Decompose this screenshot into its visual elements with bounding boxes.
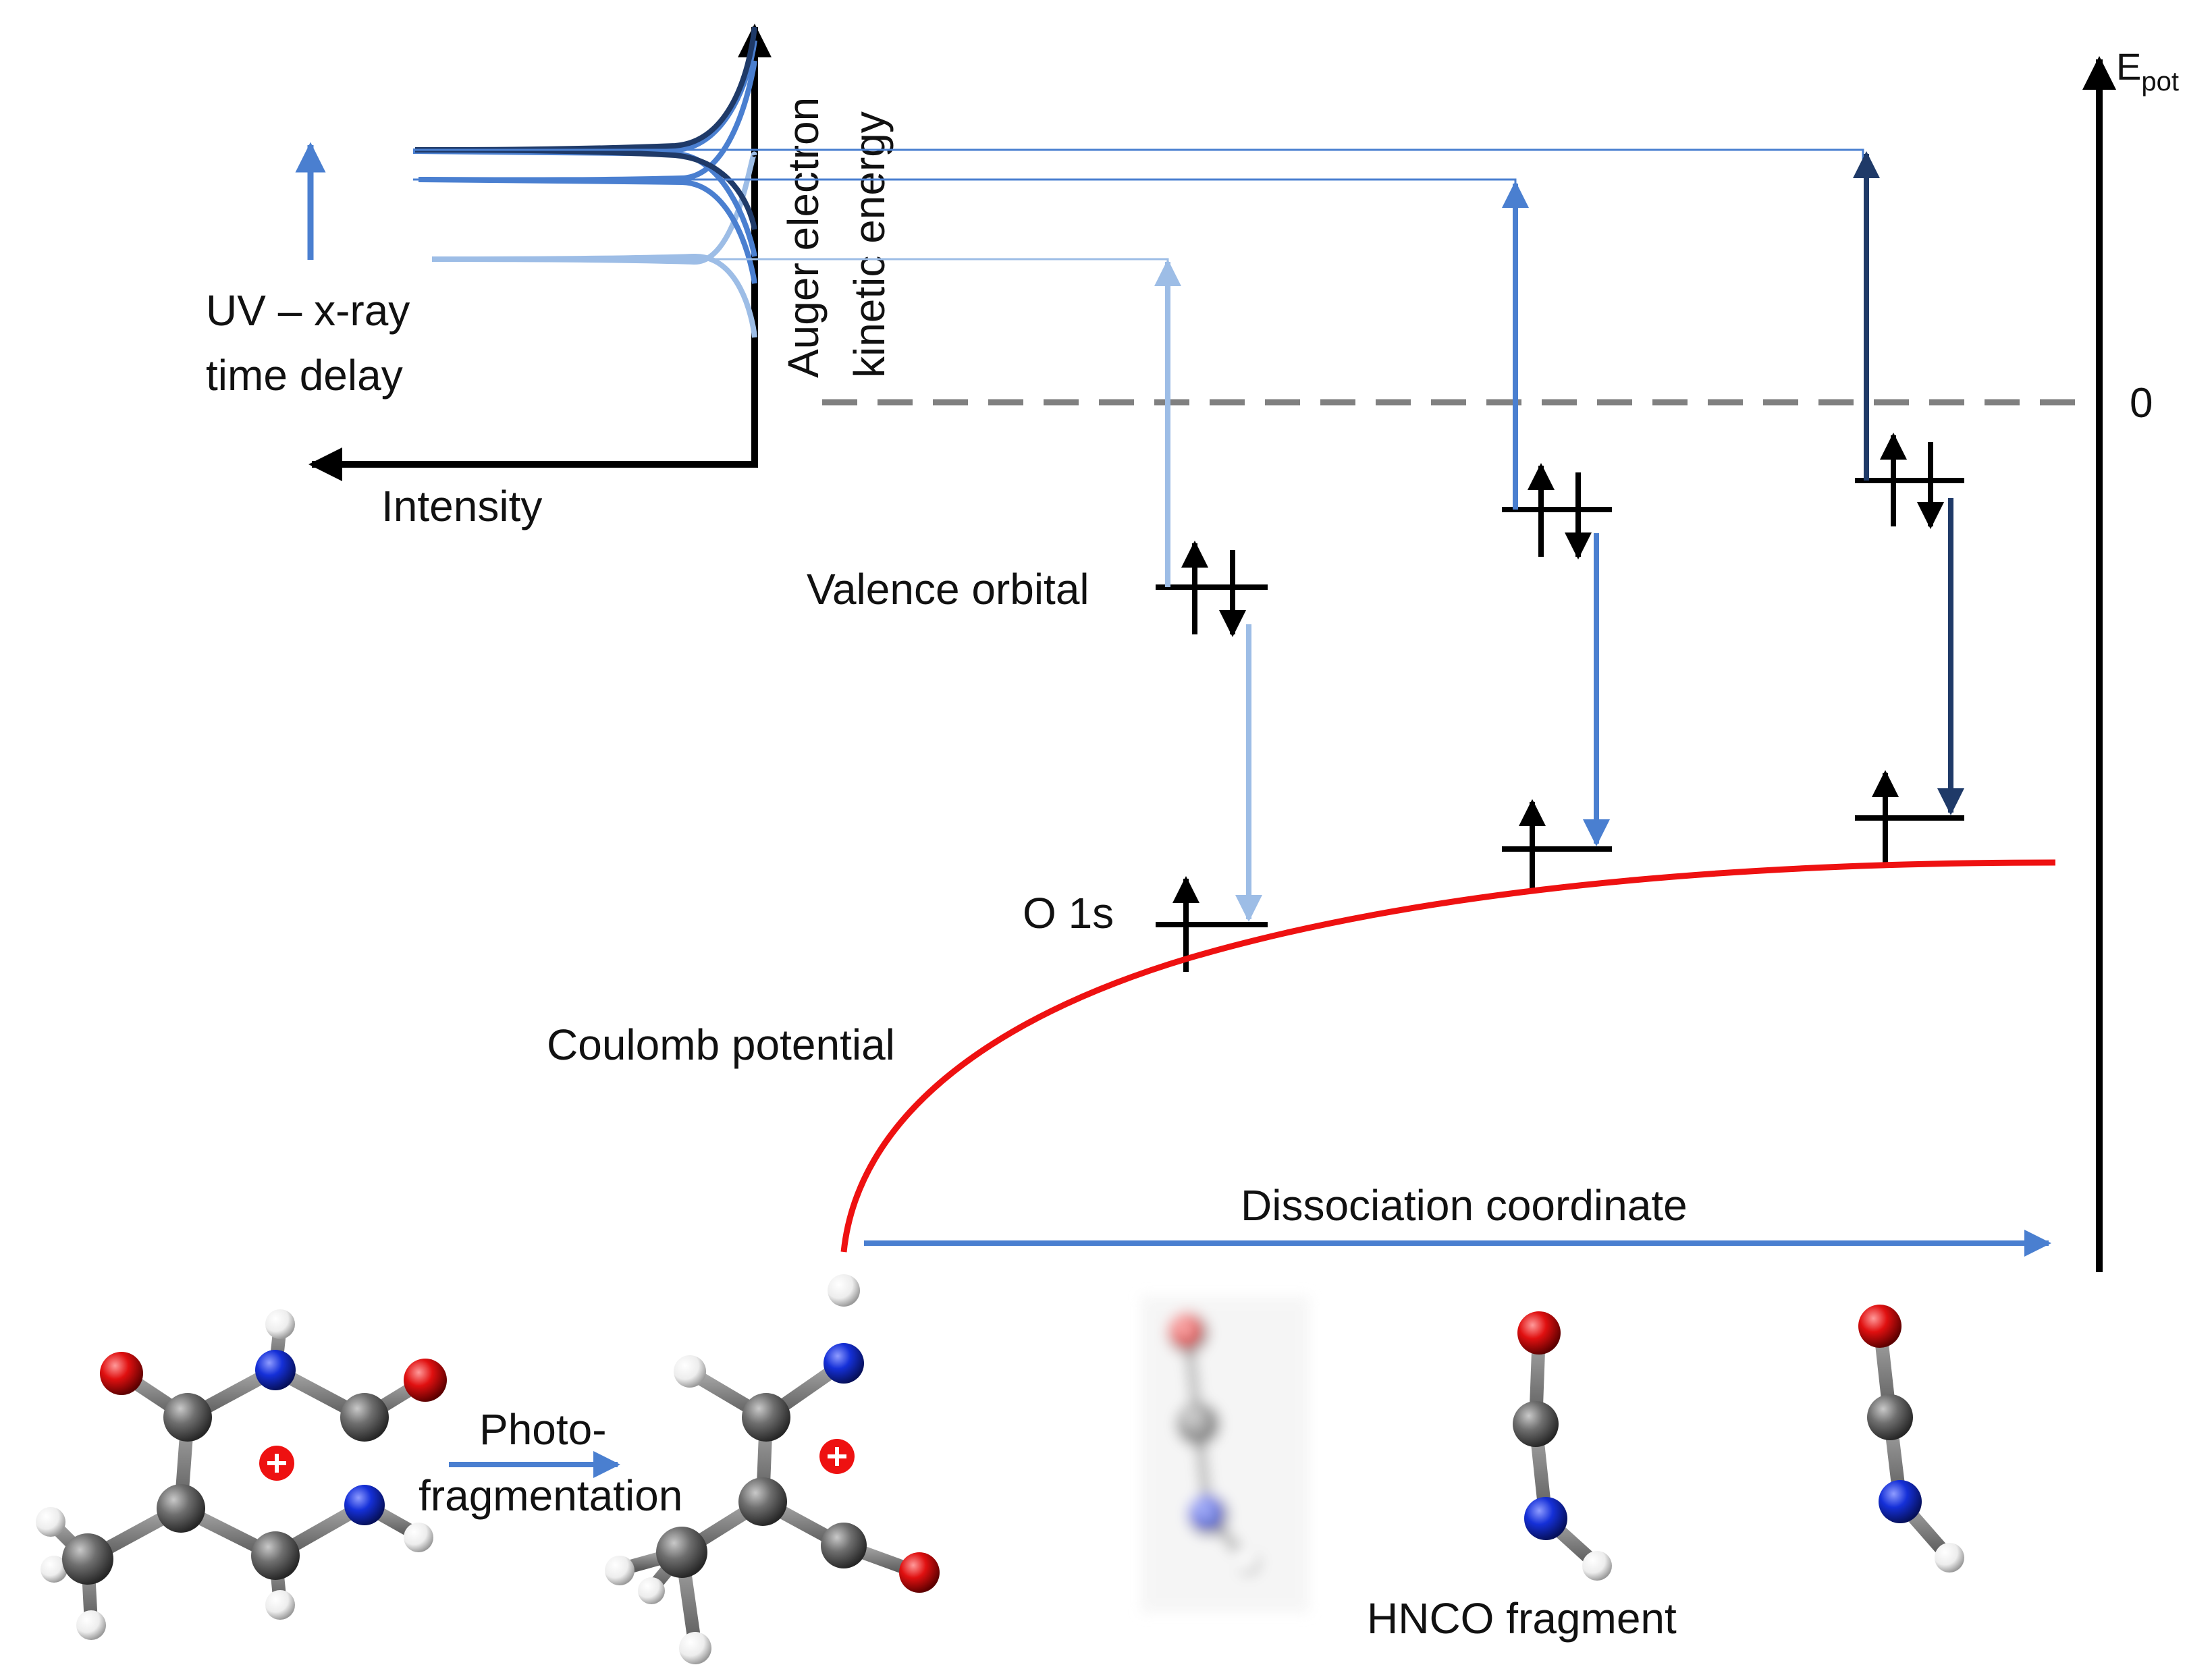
levels-late <box>1853 151 1964 863</box>
auger-axis-label-line2: kinetic energy <box>845 111 894 378</box>
peak-connectors <box>413 148 1864 270</box>
intensity-label: Intensity <box>381 482 542 530</box>
time-delay-label-line1: UV – x-ray <box>206 286 410 335</box>
hnco-fragment-label: HNCO fragment <box>1367 1594 1677 1643</box>
hnco-fragment-mid <box>1513 1311 1612 1581</box>
core-orbital-label: O 1s <box>1023 889 1114 937</box>
photo-label-line2: fragmentation <box>419 1471 682 1520</box>
energy-axis: Epot <box>2082 45 2179 1272</box>
coulomb-potential-label: Coulomb potential <box>547 1020 895 1069</box>
photo-label-line1: Photo- <box>479 1405 607 1454</box>
levels-mid <box>1502 181 1612 892</box>
peak-mid-1 <box>418 60 757 284</box>
parent-molecule <box>36 1309 447 1640</box>
auger-spectrum-peaks <box>412 26 757 338</box>
peak-late <box>414 26 757 230</box>
epot-label: Epot <box>2116 45 2179 97</box>
ring-opened-molecule <box>605 1274 940 1664</box>
charge-plus-icon <box>259 1446 294 1481</box>
zero-label: 0 <box>2130 380 2153 427</box>
time-delay-label-line2: time delay <box>206 351 403 400</box>
valence-orbital-label: Valence orbital <box>807 565 1089 613</box>
dissociation-coordinate-label: Dissociation coordinate <box>1241 1181 1688 1230</box>
hnco-fragment-late <box>1858 1305 1964 1573</box>
coulomb-potential-curve <box>840 859 2056 1253</box>
levels-early <box>1154 259 1268 972</box>
auger-axis-label-line1: Auger electron <box>779 97 828 378</box>
charge-plus-icon <box>819 1439 855 1474</box>
hnco-fragment-early <box>1141 1296 1310 1613</box>
